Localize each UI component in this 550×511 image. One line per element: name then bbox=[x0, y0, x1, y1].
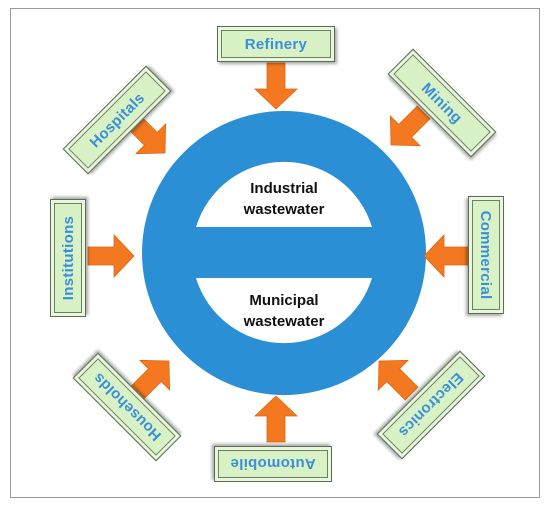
municipal-label: Municipal wastewater bbox=[194, 290, 374, 332]
industrial-label: Industrial wastewater bbox=[194, 178, 374, 220]
municipal-label-line2: wastewater bbox=[243, 313, 325, 330]
institutions-arrow bbox=[87, 234, 135, 278]
institutions-box: Institutions bbox=[50, 199, 86, 317]
industrial-label-line1: Industrial bbox=[250, 180, 318, 197]
households-arrow bbox=[129, 359, 171, 401]
refinery-label: Refinery bbox=[244, 35, 308, 53]
wastewater-circle bbox=[142, 111, 426, 395]
automobile-label: Automobile bbox=[230, 455, 316, 473]
commercial-label: Commercial bbox=[477, 210, 495, 300]
industrial-segment bbox=[196, 161, 372, 227]
automobile-arrow bbox=[254, 395, 298, 443]
refinery-box: Refinery bbox=[217, 26, 335, 62]
mining-arrow bbox=[389, 105, 431, 147]
electronics-arrow bbox=[377, 359, 419, 401]
automobile-box: Automobile bbox=[214, 446, 332, 482]
commercial-box: Commercial bbox=[468, 196, 504, 314]
municipal-label-line1: Municipal bbox=[249, 292, 319, 309]
refinery-arrow bbox=[254, 62, 298, 110]
institutions-label: Institutions bbox=[59, 215, 77, 301]
municipal-segment bbox=[196, 278, 372, 344]
commercial-arrow bbox=[423, 234, 471, 278]
industrial-label-line2: wastewater bbox=[243, 201, 325, 218]
